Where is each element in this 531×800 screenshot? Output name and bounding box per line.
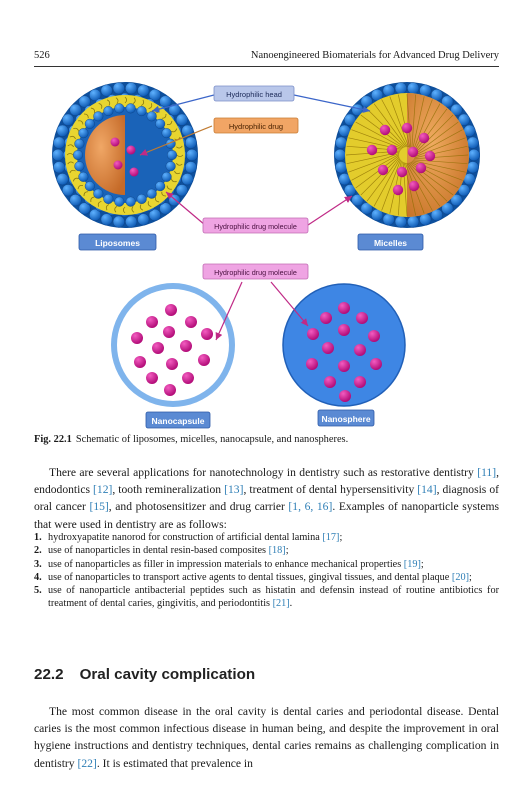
text-run: , tooth remineralization (112, 483, 225, 497)
body-paragraph: The most common disease in the oral cavi… (34, 703, 499, 772)
section-number: 22.2 (34, 666, 64, 683)
nanosphere-diagram (282, 283, 406, 407)
citation[interactable]: [15] (89, 500, 109, 514)
label-nanosphere: Nanosphere (317, 409, 375, 427)
text-run: , and photosensitizer and drug carrier (108, 500, 289, 514)
list-item: 3. use of nanoparticles as filler in impr… (34, 558, 499, 571)
text-run: . It is estimated that prevalence in (96, 756, 253, 770)
label-liposomes: Liposomes (78, 233, 157, 251)
item-text: use of nanoparticles to transport active… (48, 571, 452, 583)
citation[interactable]: [11] (477, 466, 497, 479)
label-drug-molecule-mid: Hydrophilic drug molecule (202, 263, 309, 280)
citation[interactable]: [21] (272, 598, 290, 610)
item-end: ; (339, 532, 343, 543)
item-number: 2. (34, 545, 42, 557)
svg-text:Hydrophilic head: Hydrophilic head (226, 90, 282, 99)
label-nanocapsule: Nanocapsule (145, 411, 211, 429)
citation[interactable]: [18] (268, 545, 286, 557)
caption-label: Fig. 22.1 (34, 434, 72, 445)
label-hydrophilic-drug: Hydrophilic drug (213, 117, 299, 134)
list-item: 5. use of nanoparticle antibacterial pept… (34, 584, 499, 611)
label-micelles: Micelles (357, 233, 424, 251)
section-title: Oral cavity complication (79, 666, 256, 683)
text-run: There are several applications for nanot… (49, 466, 478, 479)
list-item: 1. hydroxyapatite nanorod for constructio… (34, 531, 499, 544)
citation[interactable]: [17] (322, 532, 340, 543)
running-header: 526 Nanoengineered Biomaterials for Adva… (34, 50, 499, 64)
header-rule (34, 66, 499, 67)
nanoparticle-examples-list: 1. hydroxyapatite nanorod for constructio… (34, 531, 499, 611)
svg-text:Nanocapsule: Nanocapsule (152, 416, 205, 426)
text-run: , treatment of dental hypersensitivity (243, 483, 418, 497)
item-number: 4. (34, 571, 42, 583)
running-title: Nanoengineered Biomaterials for Advanced… (250, 50, 499, 61)
figure-arrows (139, 94, 371, 341)
item-text: hydroxyapatite nanorod for construction … (48, 532, 323, 543)
item-end: . (289, 598, 293, 610)
item-end: ; (285, 545, 289, 557)
list-item: 4. use of nanoparticles to transport acti… (34, 571, 499, 584)
text-run: . Examples of nanoparticle systems that … (34, 500, 499, 531)
intro-paragraph: There are several applications for nanot… (34, 464, 499, 533)
svg-text:Nanosphere: Nanosphere (321, 414, 370, 424)
citation[interactable]: [22] (77, 756, 97, 770)
list-item: 2. use of nanoparticles in dental resin-b… (34, 544, 499, 557)
citation[interactable]: [14] (417, 483, 437, 497)
svg-text:Hydrophilic drug: Hydrophilic drug (229, 122, 283, 131)
page-number: 526 (34, 50, 50, 61)
text-run: The most common disease in the oral cavi… (34, 705, 499, 770)
citation[interactable]: [12] (93, 483, 113, 497)
citation[interactable]: [1, 6, 16] (288, 500, 333, 514)
nanocapsule-diagram (111, 283, 235, 407)
item-text: use of nanoparticles in dental resin-bas… (48, 545, 269, 557)
text-run: , endodontics (34, 466, 499, 497)
micelle-diagram (334, 82, 481, 228)
svg-text:Hydrophilic drug molecule: Hydrophilic drug molecule (214, 268, 297, 277)
section-heading: 22.2 Oral cavity complication (34, 666, 271, 683)
item-text: use of nanoparticles as filler in impres… (48, 558, 404, 570)
liposome-diagram (52, 82, 198, 228)
citation[interactable]: [13] (224, 483, 244, 497)
svg-text:Hydrophilic drug molecule: Hydrophilic drug molecule (214, 222, 297, 231)
item-end: ; (420, 558, 424, 570)
item-text: use of nanoparticle antibacterial peptid… (48, 585, 499, 610)
figure-22-1: Hydrophilic head Hydrophilic drug Hydrop… (52, 82, 481, 429)
label-hydrophilic-head: Hydrophilic head (213, 85, 295, 102)
text-run: , diagnosis of oral cancer (34, 483, 499, 514)
svg-text:Liposomes: Liposomes (95, 238, 140, 248)
citation[interactable]: [19] (403, 558, 421, 570)
label-drug-molecule-top: Hydrophilic drug molecule (202, 217, 309, 234)
item-end: ; (469, 571, 472, 583)
svg-text:Micelles: Micelles (374, 238, 407, 248)
item-number: 5. (34, 585, 42, 597)
caption-text: Schematic of liposomes, micelles, nanoca… (75, 434, 349, 445)
item-number: 1. (34, 532, 42, 543)
citation[interactable]: [20] (451, 571, 469, 583)
item-number: 3. (34, 558, 42, 570)
